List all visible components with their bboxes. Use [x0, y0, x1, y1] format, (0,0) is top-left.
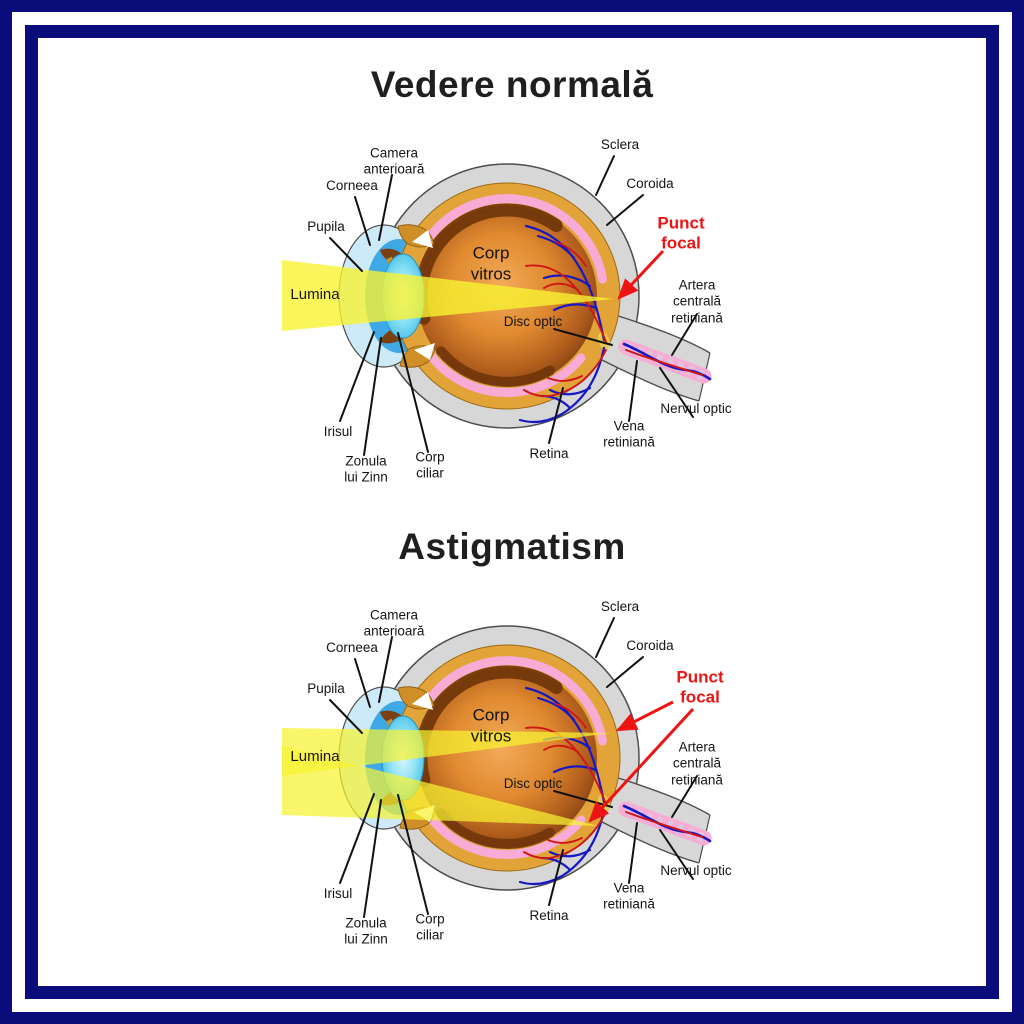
label-retina: Retina: [529, 445, 569, 461]
label-corp-vitros: Corp vitros: [470, 243, 512, 283]
label-vena-retiniana: Vena retiniană: [603, 880, 655, 912]
label-corp-vitros: Corp vitros: [470, 705, 512, 745]
label-corp-ciliar: Corp ciliar: [415, 911, 445, 943]
label-corp-ciliar: Corp ciliar: [415, 449, 445, 481]
label-lumina: Lumina: [290, 285, 340, 303]
label-vena-retiniana: Vena retiniană: [603, 418, 655, 450]
title-normal-vision: Vedere normală: [370, 64, 654, 105]
light-beam: [282, 260, 614, 331]
diagram-normal-vision: Camera anterioară Corneea Pupila Lumina …: [252, 118, 772, 518]
label-sclera: Sclera: [600, 136, 640, 152]
focal-point-arrow: [617, 249, 665, 300]
label-lumina: Lumina: [290, 747, 340, 765]
focal-point-arrow-lower: [588, 707, 695, 823]
title-astigmatism: Astigmatism: [398, 526, 626, 567]
label-camera-anterioara: Camera anterioară: [363, 145, 425, 177]
label-pupila: Pupila: [307, 218, 345, 234]
label-irisul: Irisul: [323, 423, 353, 439]
label-pupila: Pupila: [307, 680, 345, 696]
label-artera-centrala: Artera centrală retiniană: [671, 739, 723, 788]
eye-illustration-normal: [282, 155, 772, 456]
light-beam-upper: [282, 728, 611, 776]
label-coroida: Coroida: [626, 175, 674, 191]
label-corneea: Corneea: [326, 177, 378, 193]
label-coroida: Coroida: [626, 637, 674, 653]
eye-illustration-astigmatism: [282, 617, 772, 918]
label-artera-centrala: Artera centrală retiniană: [671, 277, 723, 326]
label-nervul-optic: Nervul optic: [660, 862, 732, 878]
label-nervul-optic: Nervul optic: [660, 400, 732, 416]
label-punct-focal: Punct focal: [676, 667, 724, 706]
label-corneea: Corneea: [326, 639, 378, 655]
label-retina: Retina: [529, 907, 569, 923]
label-disc-optic: Disc optic: [503, 775, 563, 791]
label-punct-focal: Punct focal: [657, 213, 705, 252]
diagram-astigmatism: Camera anterioară Corneea Pupila Lumina …: [252, 580, 772, 980]
light-beam-lower: [282, 746, 598, 826]
label-irisul: Irisul: [323, 885, 353, 901]
focal-point-arrow-upper: [615, 700, 674, 732]
label-disc-optic: Disc optic: [503, 313, 563, 329]
label-sclera: Sclera: [600, 598, 640, 614]
label-zonula-lui-zinn: Zonula lui Zinn: [344, 915, 388, 947]
label-camera-anterioara: Camera anterioară: [363, 607, 425, 639]
label-zonula-lui-zinn: Zonula lui Zinn: [344, 453, 388, 485]
